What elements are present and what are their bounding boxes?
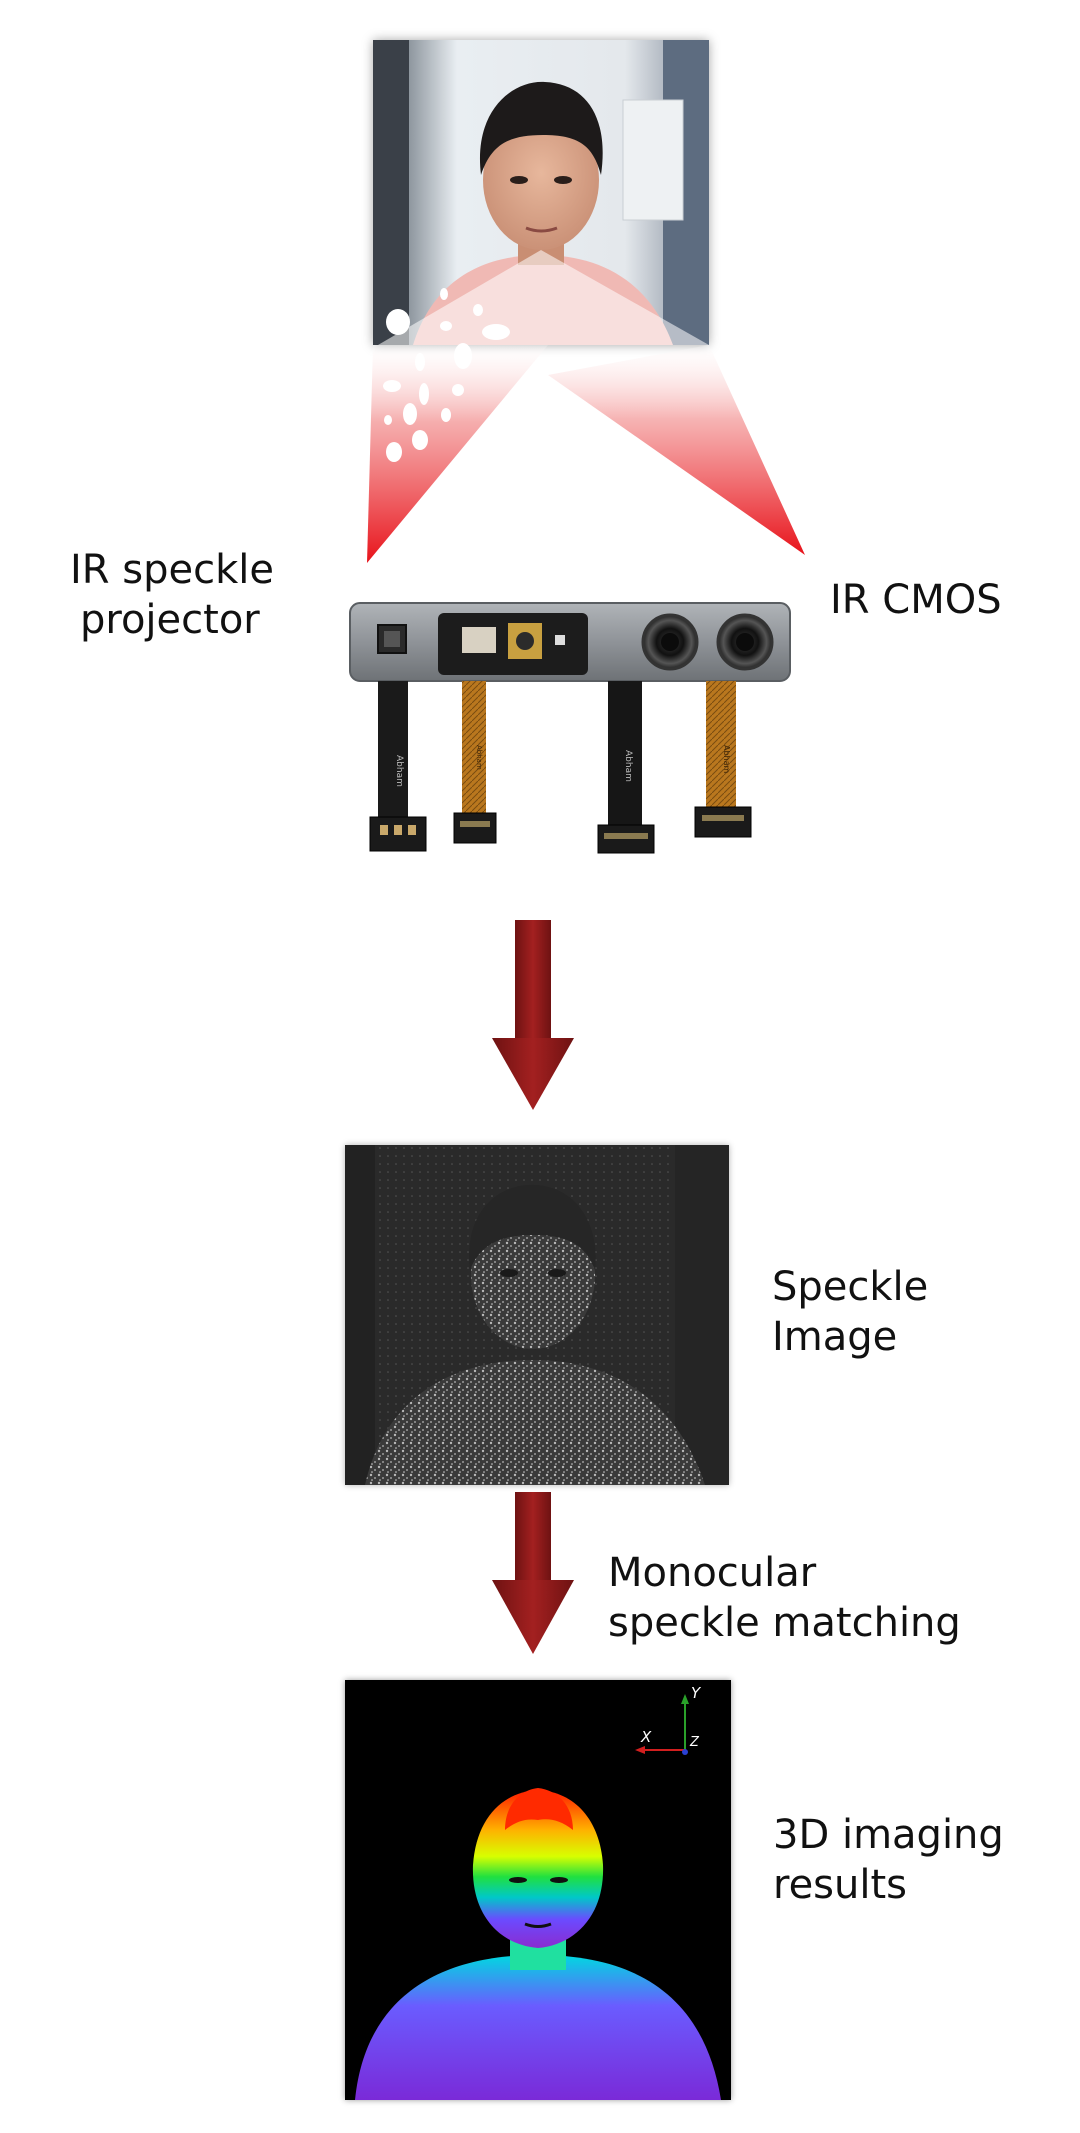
axis-label-y: Y — [691, 1684, 702, 1702]
coordinate-axes — [635, 1694, 689, 1755]
speckle-dots — [383, 288, 510, 462]
label-line: 3D imaging — [773, 1812, 1004, 1858]
monocular-speckle-matching-label: Monocular speckle matching — [608, 1548, 961, 1648]
subject-photo-illustration — [373, 40, 709, 345]
ribbon-text: Abham — [623, 750, 633, 782]
depth-result-image: Y X Z — [345, 1680, 731, 2100]
label-line: Monocular — [608, 1550, 817, 1596]
ribbon-text: Abham — [475, 745, 483, 770]
flex-cable — [608, 681, 642, 829]
label-line: results — [773, 1862, 908, 1908]
down-arrow-2 — [492, 1492, 574, 1654]
ir-beam-diagram — [367, 288, 805, 563]
down-arrow-1 — [492, 920, 574, 1110]
axis-label-z: Z — [689, 1735, 700, 1750]
label-line: Speckle — [772, 1264, 929, 1310]
speckle-image-illustration — [345, 1145, 729, 1485]
3d-camera-module: Abham Abham Abham Abham — [349, 602, 791, 854]
ir-speckle-projector-label: IR speckle projector — [70, 545, 274, 645]
flex-cable — [706, 681, 736, 809]
label-line: IR speckle — [70, 547, 275, 593]
depth-result-illustration: Y X Z — [345, 1680, 731, 2100]
label-line: IR CMOS — [830, 577, 1002, 623]
3d-imaging-results-label: 3D imaging results — [773, 1810, 1004, 1910]
speckle-image — [345, 1145, 729, 1485]
cmos-beam — [548, 345, 805, 555]
projector-beam — [367, 345, 548, 563]
flex-cable — [378, 681, 408, 821]
ir-cmos-label: IR CMOS — [830, 575, 1002, 625]
label-line: speckle matching — [608, 1600, 961, 1646]
ribbon-text: Abham — [394, 755, 404, 787]
flex-cable — [462, 681, 486, 817]
axis-label-x: X — [640, 1728, 652, 1746]
label-line: Image — [772, 1314, 898, 1360]
subject-photo — [373, 40, 709, 345]
speckle-image-label: Speckle Image — [772, 1262, 928, 1362]
label-line: projector — [80, 597, 260, 643]
ribbon-text: Abham — [722, 745, 731, 774]
